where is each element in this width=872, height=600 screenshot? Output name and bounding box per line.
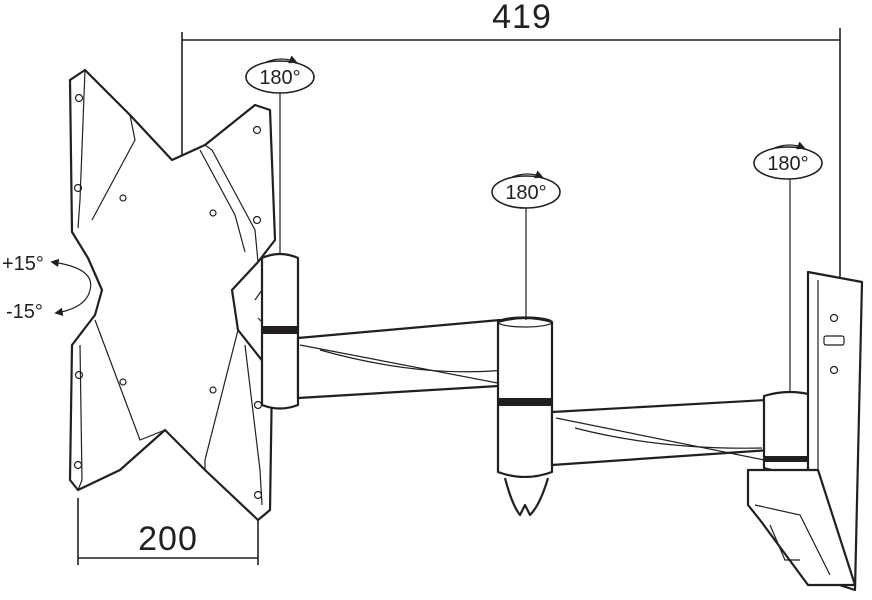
mount-hole (119, 194, 127, 202)
wall-hole (829, 365, 839, 375)
plate-width-label: 200 (138, 520, 198, 558)
mount-hole (253, 490, 263, 500)
mount-hole (74, 370, 84, 380)
tilt-up-label: +15° (2, 253, 44, 275)
mount-hole (209, 209, 217, 217)
tilt-down-label: -15° (6, 301, 43, 323)
wall-hole (829, 313, 839, 323)
overall-width-label: 419 (492, 0, 552, 36)
mount-hole (209, 386, 217, 394)
rotation-label-tv: 180° (245, 55, 315, 255)
wall-plate (746, 270, 864, 592)
mount-hole (119, 378, 127, 386)
rotation-label-wall: 180° (753, 141, 823, 392)
mount-hole (252, 125, 262, 135)
mount-hole (74, 93, 84, 103)
vesa-plate (68, 68, 277, 522)
rotation-180-middle: 180° (505, 182, 546, 204)
plate-width-dimension: 200 (77, 498, 259, 565)
rotation-180-wall: 180° (767, 153, 808, 175)
first-arm (296, 318, 517, 400)
second-arm (550, 398, 772, 467)
tv-pivot-joint (254, 252, 300, 410)
mount-hole (73, 460, 83, 470)
rotation-180-tv: 180° (259, 67, 300, 89)
middle-pivot-joint (496, 316, 554, 517)
tilt-indicator: +15° -15° (2, 253, 92, 323)
mount-hole (73, 183, 83, 193)
mount-hole (252, 215, 262, 225)
wall-slot (823, 335, 845, 346)
rotation-label-middle: 180° (491, 170, 561, 320)
overall-width-dimension: 419 (181, 0, 841, 282)
